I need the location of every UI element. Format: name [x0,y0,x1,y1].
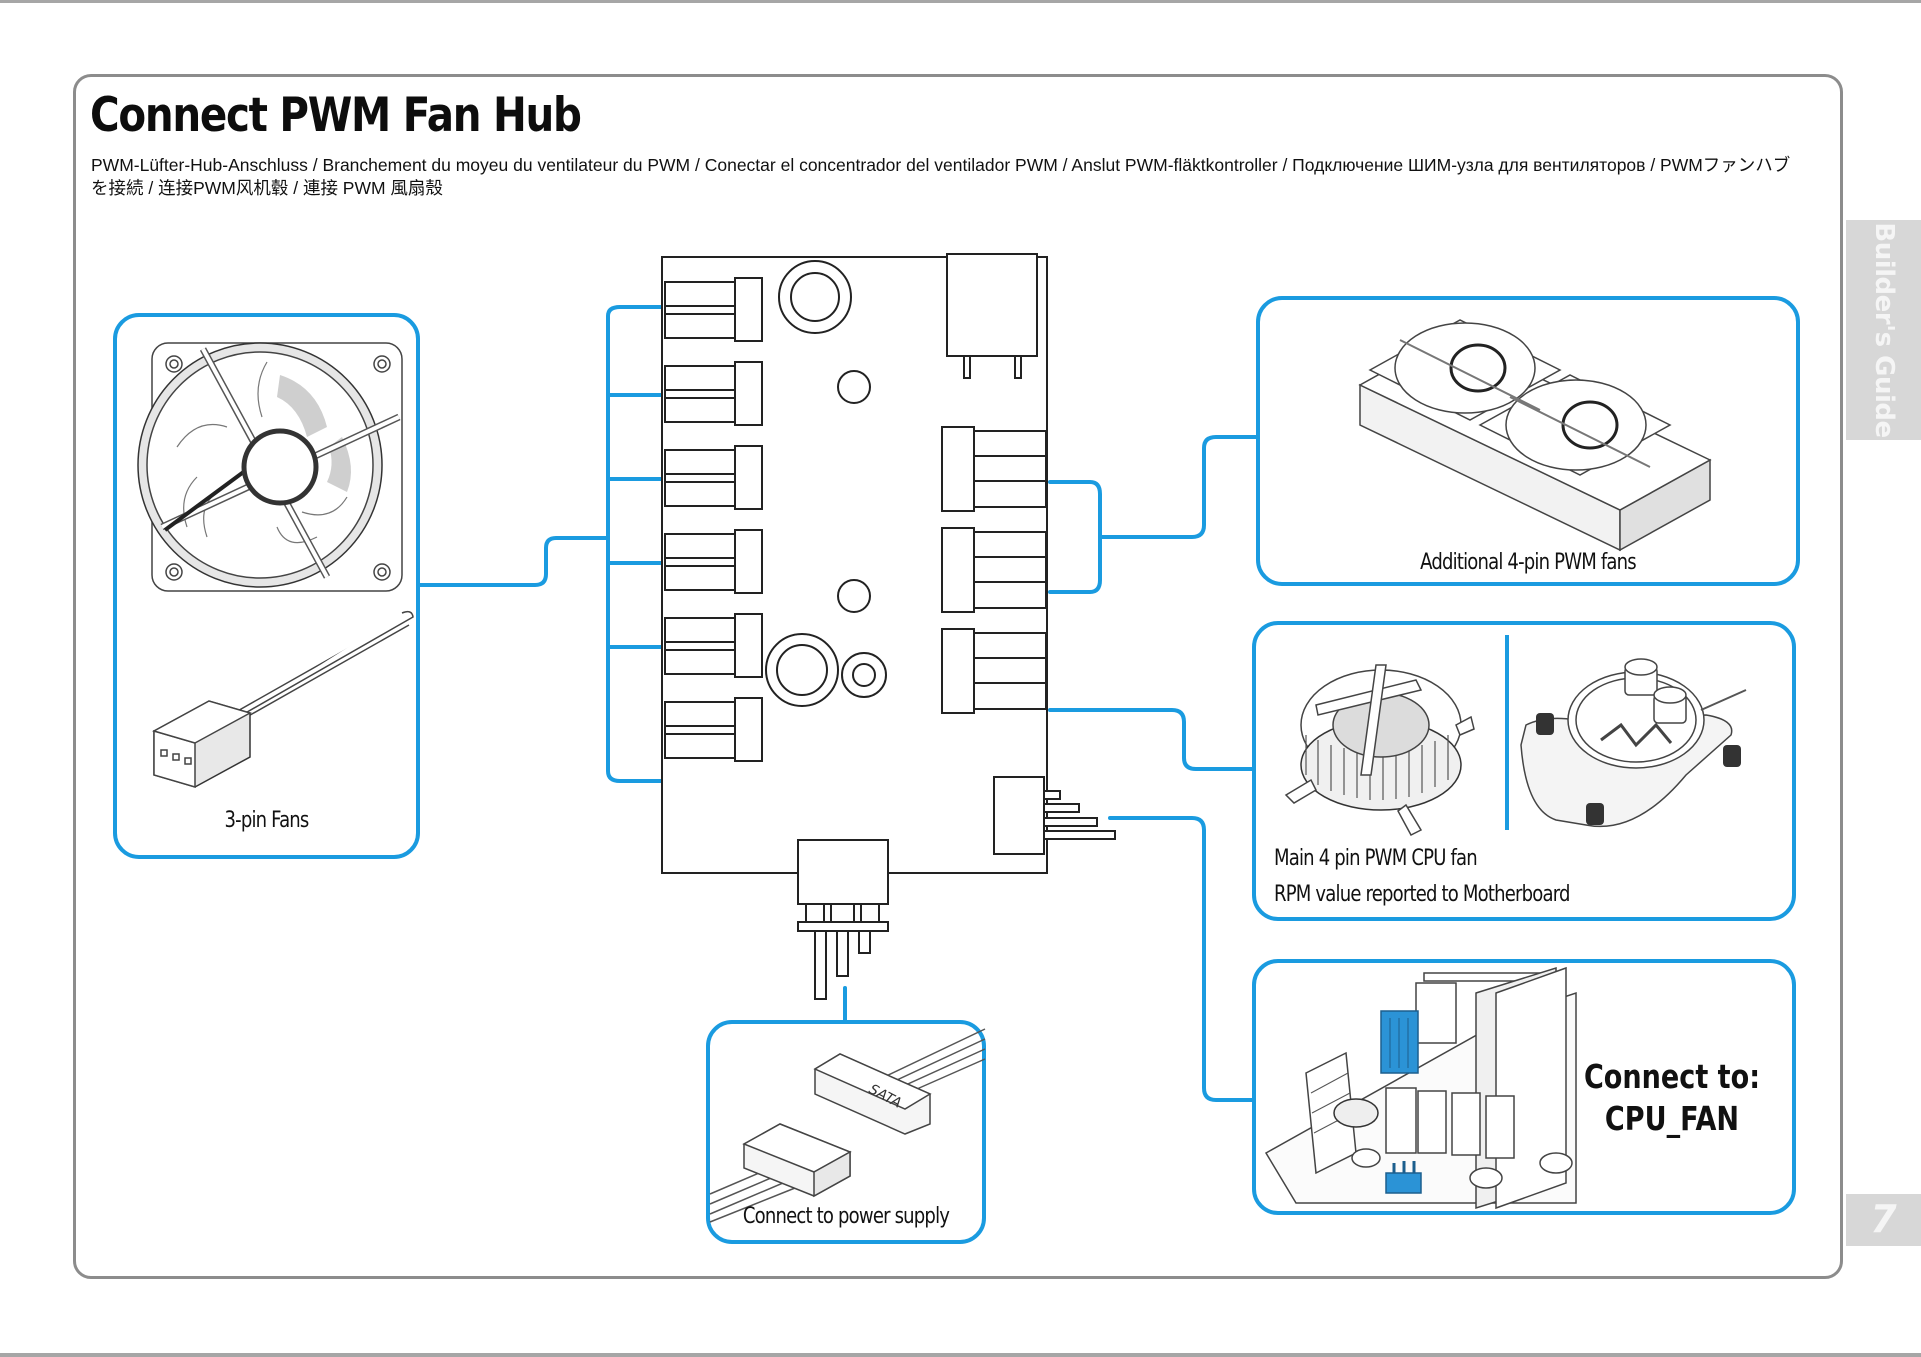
caption-3pin-fans: 3-pin Fans [224,808,309,833]
page-number-tab: 7 [1846,1194,1921,1246]
caption-cpu-fan-header: CPU_FAN [1604,1099,1740,1138]
panel-main-cpu-fan: Main 4 pin PWM CPU fan RPM value reporte… [1252,621,1796,921]
caption-additional-pwm-fans: Additional 4-pin PWM fans [1420,550,1636,575]
connector-line-additional-pwm [1048,435,1260,594]
connector-line-3pin [418,536,610,587]
page-number: 7 [1870,1197,1897,1241]
page-bottom-rule [0,1353,1921,1357]
panel-3pin-fans: 3-pin Fans [113,313,420,859]
fan-icon [137,342,414,789]
3pin-plug-icon [152,610,414,789]
hub-left-port [664,529,763,594]
hub-power-connector [797,839,889,1000]
cpu-cooler-icon [1284,664,1475,836]
hub-right-port [941,426,1047,512]
hub-left-port [664,361,763,426]
panel-power-supply: SATA Connect to power supply [706,1020,986,1244]
connector-line-left-bus [606,305,664,783]
hub-left-port [664,445,763,510]
panel-cpu-fan-header: Connect to: CPU_FAN [1252,959,1796,1215]
hub-right-ports [941,426,1047,714]
hub-mount-hole-2 [837,579,871,613]
hub-capacitor-1 [778,260,852,334]
content-frame [73,74,1843,1279]
sata-connector-icon: SATA [709,1028,986,1223]
caption-rpm-reported: RPM value reported to Motherboard [1274,882,1570,907]
connector-line-cpu-fan-header [1108,816,1254,1102]
panel-additional-pwm-fans: Additional 4-pin PWM fans [1256,296,1800,586]
radiator-fans-icon [1358,319,1712,552]
hub-right-port [941,527,1047,613]
hub-top-connector [946,253,1038,357]
hub-left-port [664,697,763,762]
page-title: Connect PWM Fan Hub [90,88,582,143]
hub-left-ports [664,277,763,762]
page-top-rule [0,0,1921,3]
water-block-icon [1520,658,1747,828]
page-subtitle-translations: PWM-Lüfter-Hub-Anschluss / Branchement d… [91,155,1791,198]
hub-left-port [664,277,763,342]
caption-connect-to: Connect to: [1583,1057,1761,1096]
caption-main-cpu-fan: Main 4 pin PWM CPU fan [1274,846,1478,871]
hub-capacitor-3 [841,652,887,698]
motherboard-header-icon [1264,966,1577,1210]
caption-connect-power-supply: Connect to power supply [742,1204,950,1229]
hub-mount-hole-1 [837,370,871,404]
connector-line-main-cpu-fan [1048,708,1254,771]
hub-left-port [664,613,763,678]
hub-capacitor-2 [765,633,839,707]
hub-right-port [941,628,1047,714]
side-tab-builders-guide[interactable]: Builder's Guide [1846,220,1921,440]
hub-cpu-header-cable [993,776,1116,855]
